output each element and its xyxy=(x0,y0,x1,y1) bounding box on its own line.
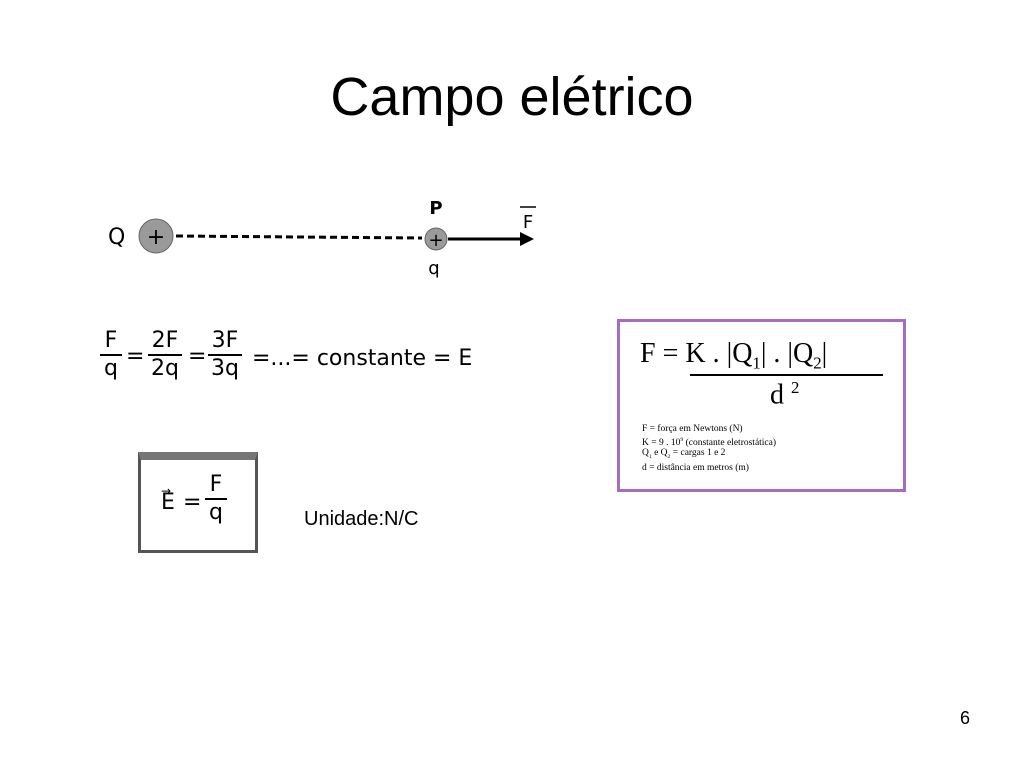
field-diagram-svg: Q + P + q F xyxy=(108,198,536,279)
formula-denominator: d 2 xyxy=(770,378,799,411)
fraction-numerator: F xyxy=(104,328,118,353)
field-definition-box: → E = F q xyxy=(138,452,258,553)
equals-sign: = xyxy=(126,344,145,369)
fraction-denominator: q xyxy=(209,500,223,525)
fraction-numerator: F xyxy=(209,472,223,497)
source-charge-circle xyxy=(138,218,174,254)
fraction-numerator: 3F xyxy=(211,328,239,353)
coulomb-formula: F = K . |Q1| . |Q2| xyxy=(640,338,827,374)
source-charge-label: Q xyxy=(108,225,125,250)
fraction-2f-2q: 2F 2q xyxy=(148,330,182,380)
fraction-denominator: 3q xyxy=(211,356,239,381)
formula-numerator-end: | xyxy=(821,338,828,369)
formula-numerator-a: K . |Q xyxy=(685,338,753,369)
ratio-equation: F q = 2F 2q = 3F 3q =...= constante = E xyxy=(100,330,520,400)
fraction-bar xyxy=(205,498,227,500)
point-label: P xyxy=(429,198,442,219)
legend-line-1: F = força em Newtons (N) xyxy=(642,424,743,434)
field-symbol-letter: E xyxy=(161,490,175,515)
legend-line-3: Q1 e Q2 = cargas 1 e 2 xyxy=(642,448,776,462)
equals-sign: = xyxy=(183,490,202,515)
vector-arrow-icon: → xyxy=(161,484,172,498)
equals-sign: = xyxy=(188,344,207,369)
slide-title: Campo elétrico xyxy=(330,67,694,127)
legend-line-3-sub1: 1 xyxy=(648,454,652,461)
legend-line-3-a: Q xyxy=(642,448,649,459)
formula-fraction-bar xyxy=(690,374,883,376)
legend-line-2-a: K = 9 . 10 xyxy=(642,437,681,448)
formula-legend: F = força em Newtons (N) K = 9 . 109 (co… xyxy=(642,424,776,473)
fraction-bar xyxy=(208,354,242,356)
force-label: F xyxy=(523,212,533,233)
fraction-bar xyxy=(100,354,122,356)
fraction-3f-3q: 3F 3q xyxy=(208,330,242,380)
fraction-bar xyxy=(148,354,182,356)
coulomb-law-box: F = K . |Q1| . |Q2| d 2 F = força em New… xyxy=(617,319,906,492)
formula-lhs: F = xyxy=(640,338,679,369)
formula-sub-1: 1 xyxy=(752,353,761,373)
legend-line-3-sub2: 2 xyxy=(667,454,671,461)
force-arrow-head xyxy=(520,232,534,246)
equation-tail: =...= constante = E xyxy=(252,346,473,371)
test-charge-sign: + xyxy=(428,230,443,251)
legend-line-3-b: e Q xyxy=(651,448,668,459)
legend-line-2: K = 9 . 109 (constante eletrostática) xyxy=(642,435,776,449)
dashed-line xyxy=(175,234,423,240)
source-charge-sign: + xyxy=(147,225,165,250)
fraction-f-q: F q xyxy=(100,330,122,380)
test-charge-circle xyxy=(424,227,448,251)
fraction-f-over-q: F q xyxy=(205,474,227,524)
legend-line-3-c: = cargas 1 e 2 xyxy=(670,448,726,459)
unit-label: Unidade:N/C xyxy=(304,508,419,530)
fraction-denominator: q xyxy=(104,356,118,381)
page-number: 6 xyxy=(959,708,970,728)
fraction-denominator: 2q xyxy=(151,356,179,381)
legend-line-4: d = distância em metros (m) xyxy=(642,462,749,473)
formula-sub-2: 2 xyxy=(813,353,822,373)
formula-denominator-letter: d xyxy=(770,379,784,411)
formula-exponent: 2 xyxy=(791,378,800,397)
legend-line-2-exp: 9 xyxy=(680,436,684,443)
fraction-numerator: 2F xyxy=(151,328,179,353)
test-charge-label: q xyxy=(428,258,439,279)
formula-numerator-b: | . |Q xyxy=(760,338,814,369)
field-diagram: Q + P + q F xyxy=(100,190,560,290)
field-symbol: → E xyxy=(161,484,175,515)
legend-line-2-b: (constante eletrostática) xyxy=(683,437,777,448)
